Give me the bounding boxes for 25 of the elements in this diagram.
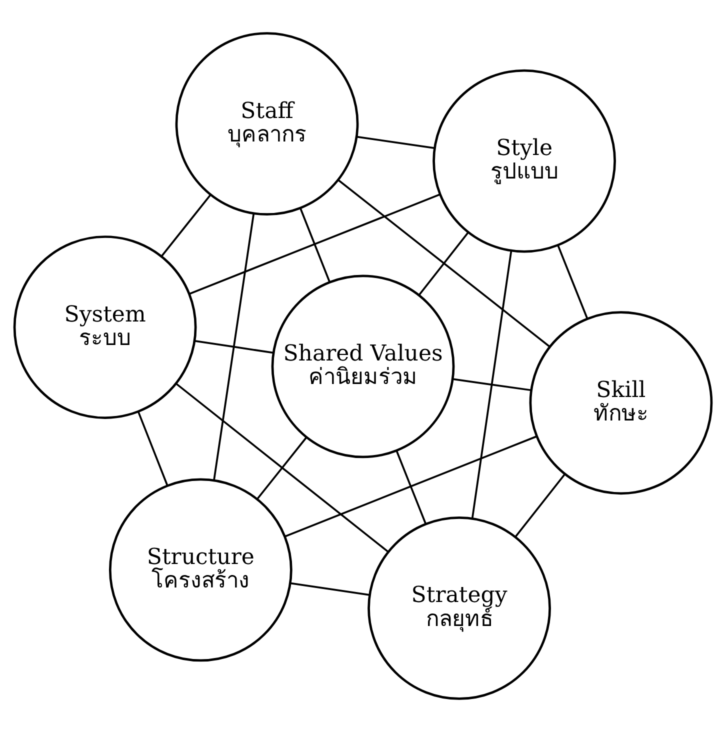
connector (189, 193, 440, 294)
connector (452, 378, 531, 391)
connector (396, 450, 426, 524)
connector (356, 135, 434, 148)
connector (300, 207, 331, 282)
connector (194, 339, 274, 354)
connector (471, 250, 512, 518)
connector (557, 244, 588, 318)
connector (137, 410, 168, 485)
node-circle: Staff บุคลากร (175, 32, 359, 215)
connector (514, 474, 566, 538)
connector (256, 436, 308, 499)
node-circle: Skill ทักษะ (529, 310, 713, 494)
connector (338, 178, 550, 347)
connector (284, 435, 537, 537)
node-circle: Structure โครงสร้าง (108, 478, 292, 662)
connector (160, 194, 211, 256)
connector (418, 232, 469, 296)
node-circle: Shared Values ค่านิยมร่วม (271, 274, 455, 458)
node-circle: Strategy กลยุทธ์ (368, 516, 551, 700)
connector (176, 382, 389, 552)
connector (290, 582, 370, 596)
connector (213, 212, 255, 480)
node-circle: System ระบบ (13, 235, 197, 418)
node-circle: Style รูปแบบ (432, 68, 616, 252)
